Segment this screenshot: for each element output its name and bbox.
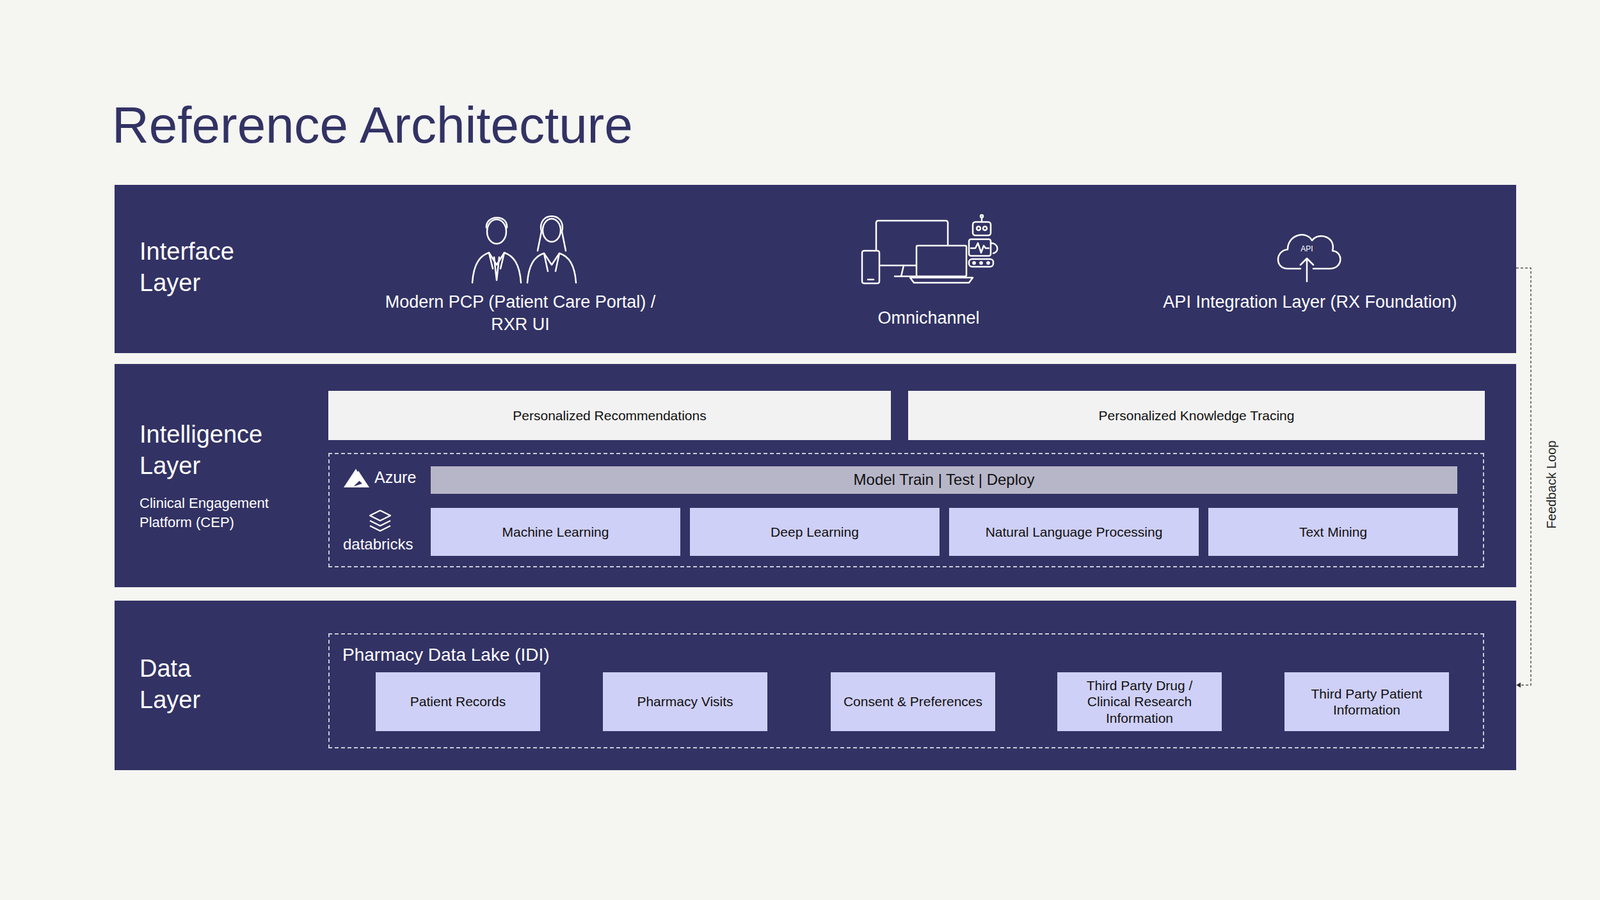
databricks-layer [369,520,391,527]
capability-box: Text Mining [1208,508,1458,557]
collar [544,253,560,272]
head [542,218,561,242]
robot-body [968,239,991,256]
layer-title: Interface Layer [139,236,274,300]
robot-eye [976,226,981,231]
databricks-layer [369,510,391,521]
data-source-box: Third Party Patient Information [1284,672,1449,732]
tie [494,257,500,281]
capability-box: Machine Learning [430,508,681,557]
feature-box: Personalized Knowledge Tracing [908,391,1485,441]
robot-head [972,222,991,236]
robot-base [968,259,994,267]
robot-eye [983,226,987,231]
cloud [1278,234,1341,269]
interface-label: Modern PCP (Patient Care Portal) / RXR U… [373,291,668,336]
shoulders [527,253,576,283]
connector-line [1516,268,1531,686]
capability-box: Deep Learning [689,508,940,557]
interface-label: API Integration Layer (RX Foundation) [1156,291,1464,314]
box-label: Deep Learning [770,524,859,541]
connector-label: Feedback Loop [1544,440,1560,529]
heartbeat [970,243,989,253]
icon-text: API [1290,244,1323,254]
box-label: Machine Learning [502,524,610,541]
cloud-api-icon [1278,234,1341,282]
pipeline-bar: Model Train | Test | Deploy [430,466,1458,495]
wheel [986,261,989,264]
databricks-logo [369,510,391,532]
box-label: Text Mining [1299,524,1368,541]
box-label: Natural Language Processing [985,524,1163,541]
layer-band: Interface LayerModern PCP (Patient Care … [114,184,1517,354]
box-label: Pharmacy Visits [636,693,733,710]
group-title: Pharmacy Data Lake (IDI) [342,643,727,667]
laptop [916,245,967,277]
monitor-stand [894,265,923,277]
robot-arm [990,243,998,254]
box-label: Model Train | Test | Deploy [853,471,1035,490]
hair [486,217,507,228]
layer-subtitle: Clinical Engagement Platform (CEP) [139,494,294,534]
box-label: Personalized Recommendations [512,407,706,424]
people-icon [472,216,576,283]
feedback-connector [1516,268,1531,688]
shoulders [472,252,521,283]
data-source-box: Third Party Drug / Clinical Research Inf… [1057,672,1222,732]
diagram-title: Reference Architecture [112,96,633,155]
databricks-layer [369,526,391,532]
data-source-box: Patient Records [375,672,541,732]
wheel [972,261,975,264]
layer-band: Intelligence LayerClinical Engagement Pl… [114,364,1517,588]
box-label: Third Party Patient Information [1290,686,1443,719]
collar [488,252,505,269]
monitor [876,220,948,266]
data-source-box: Consent & Preferences [830,672,996,732]
devices-icon [862,215,998,284]
layer-title: Data Layer [139,653,230,717]
box-label: Third Party Drug / Clinical Research Inf… [1063,677,1216,727]
phone-button [867,279,874,281]
capability-box: Natural Language Processing [949,508,1199,557]
azure-mark [343,469,362,488]
data-source-box: Pharmacy Visits [602,672,768,732]
laptop-base [910,277,973,283]
vendor-name: Azure [374,467,432,489]
robot-antenna [981,217,984,223]
interface-label: Omnichannel [832,307,1025,330]
upload-arrow [1300,258,1314,282]
head [487,219,507,244]
wheel [979,261,982,264]
data-lake-group: Pharmacy Data Lake (IDI) Patient Records P… [328,633,1485,749]
layer-band: Data Layer Pharmacy Data Lake (IDI) Patien… [114,600,1517,771]
azure-mark [350,471,370,488]
box-label: Personalized Knowledge Tracing [1098,407,1295,424]
vendor-name: databricks [343,534,427,555]
azure-logo [343,469,370,488]
phone [862,250,880,284]
platform-group: Azure databricks Model Train | Test | Depl… [328,453,1485,568]
robot-antenna-tip [980,215,984,218]
arrow-head [1516,682,1521,688]
box-label: Patient Records [410,693,506,710]
feature-box: Personalized Recommendations [328,391,891,441]
box-label: Consent & Preferences [843,693,983,710]
hair [537,216,566,251]
layer-title: Intelligence Layer [139,419,281,483]
